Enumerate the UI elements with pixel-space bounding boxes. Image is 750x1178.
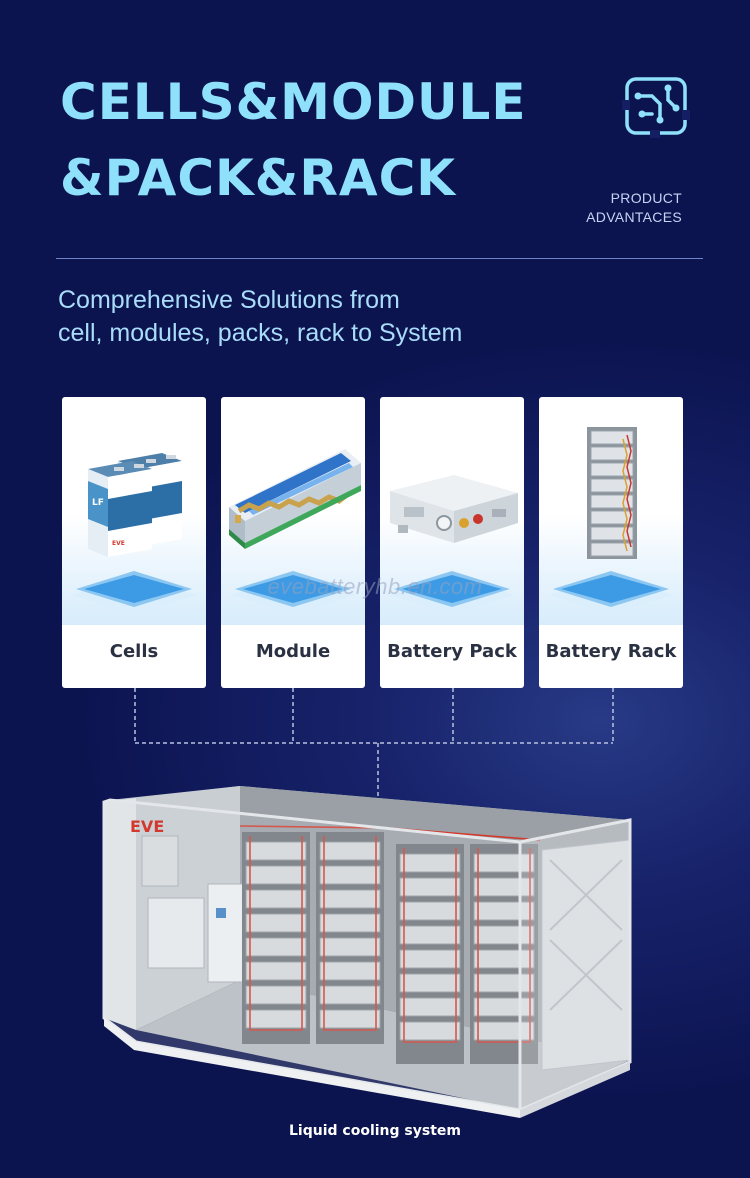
platform-graphic xyxy=(72,571,196,615)
svg-text:LF: LF xyxy=(92,498,104,508)
card-label: Battery Pack xyxy=(387,641,517,662)
product-card-cells: LF EVE Cells xyxy=(62,397,206,688)
intro-line-2: cell, modules, packs, rack to System xyxy=(58,319,463,347)
side-label-line-2: ADVANTACES xyxy=(586,209,682,225)
divider xyxy=(56,258,703,259)
product-advantages-label: PRODUCT ADVANTACES xyxy=(560,189,682,227)
battery-module-image xyxy=(229,449,361,549)
product-card-battery-pack: Battery Pack xyxy=(380,397,524,688)
battery-rack-image xyxy=(587,427,637,559)
watermark: evebatteryhb.en.com xyxy=(267,574,483,599)
title-line-1: CELLS&MODULE xyxy=(60,73,527,131)
battery-pack-image xyxy=(390,475,518,543)
page-title: CELLS&MODULE &PACK&RACK xyxy=(60,64,527,216)
svg-text:EVE: EVE xyxy=(112,540,125,547)
product-card-battery-rack: Battery Rack xyxy=(539,397,683,688)
card-label: Battery Rack xyxy=(545,641,677,662)
title-line-2: &PACK&RACK xyxy=(60,149,457,207)
side-label-line-1: PRODUCT xyxy=(610,190,682,206)
connector-lines xyxy=(134,688,614,800)
platform-graphic xyxy=(549,571,673,615)
platform-graphic xyxy=(390,571,514,615)
intro-line-1: Comprehensive Solutions from xyxy=(58,286,400,314)
platform-graphic xyxy=(231,571,355,615)
product-card-module: Module xyxy=(221,397,365,688)
battery-cells-image: LF EVE xyxy=(88,453,182,557)
brand-logo: EVE xyxy=(130,817,164,836)
card-label: Module xyxy=(255,641,331,662)
circuit-chip-icon xyxy=(622,77,690,138)
intro-text: Comprehensive Solutions from cell, modul… xyxy=(58,284,462,350)
system-caption: Liquid cooling system xyxy=(289,1123,461,1139)
card-label: Cells xyxy=(109,641,159,662)
energy-storage-container-image: EVE xyxy=(102,786,632,1118)
